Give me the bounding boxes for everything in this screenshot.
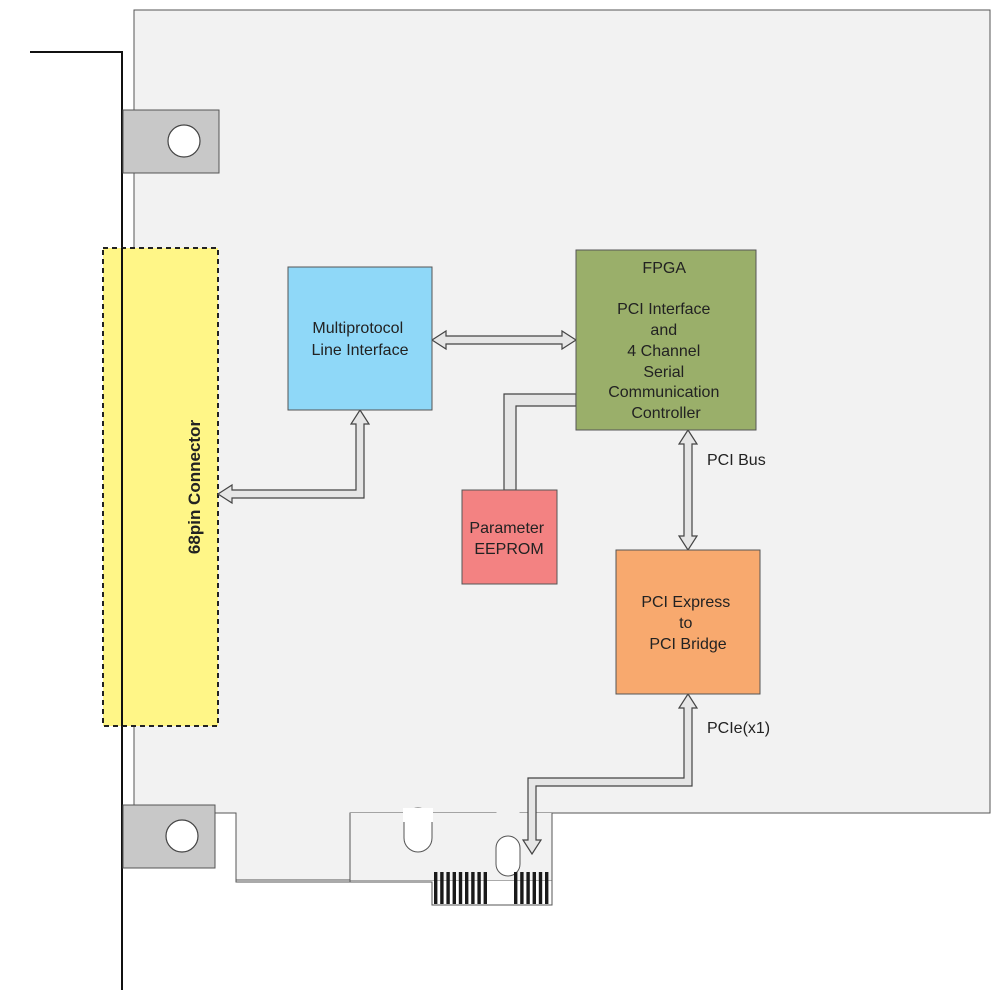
multiprotocol-line-1: Multiprotocol: [312, 320, 403, 337]
bracket-hole-top-icon: [167, 124, 201, 158]
arrow-bridge-pcie: [521, 692, 699, 856]
eeprom-line-2: EEPROM: [474, 541, 543, 558]
block-fpga-label: FPGA PCI Interface and 4 Channel Serial …: [608, 260, 724, 422]
pcie-right-contact-0: [514, 872, 518, 904]
pcb-board: [133, 9, 991, 881]
pcie-edge-fingers-left: [434, 872, 487, 904]
slot-cutout-mask: [403, 808, 433, 822]
eeprom-line-1: Parameter: [469, 520, 544, 537]
pcb-lower-fill: [350, 813, 552, 880]
slot-cutout-right: [495, 835, 521, 877]
pcie-left-contact-6: [471, 872, 475, 904]
pcie-left-contact-4: [458, 872, 463, 904]
fpga-line-7: Communication: [608, 384, 719, 401]
fpga-line-1: FPGA: [642, 260, 686, 277]
arrow-multiprotocol-connector: [216, 408, 371, 505]
bridge-line-2: to: [679, 615, 692, 632]
fpga-line-3: PCI Interface: [617, 301, 710, 318]
bracket-hole-bottom-icon: [165, 819, 199, 853]
pcb-lower-outline: [349, 813, 553, 906]
block-bridge-label: PCI Express to PCI Bridge: [641, 594, 734, 653]
pcie-left-contact-3: [452, 872, 456, 904]
block-parameter-eeprom: [461, 489, 558, 585]
block-eeprom-label: Parameter EEPROM: [469, 520, 548, 558]
pcie-left-contact-2: [446, 872, 450, 904]
pci-bus-label: PCI Bus: [707, 452, 766, 469]
pcie-left-contact-5: [465, 872, 469, 904]
pcie-left-contact-8: [483, 872, 487, 904]
multiprotocol-line-2: Line Interface: [312, 342, 409, 359]
pcie-right-contact-2: [526, 872, 530, 904]
pcie-right-contact-3: [532, 872, 536, 904]
pcie-x1-label: PCIe(x1): [707, 720, 770, 737]
fpga-line-8: Controller: [631, 405, 701, 422]
fpga-line-5: 4 Channel: [627, 343, 700, 360]
bridge-line-3: PCI Bridge: [649, 636, 726, 653]
pcie-right-contact-5: [545, 872, 549, 904]
pcie-edge-fingers-right: [514, 872, 549, 904]
pcie-left-contact-7: [477, 872, 481, 904]
fpga-line-6: Serial: [643, 364, 684, 381]
pcie-left-contact-1: [440, 872, 444, 904]
pcie-right-contact-4: [538, 872, 543, 904]
pcie-left-contact-0: [434, 872, 438, 904]
block-pci-express-bridge: [615, 549, 761, 695]
bridge-line-1: PCI Express: [641, 594, 730, 611]
fpga-line-4: and: [650, 322, 677, 339]
block-fpga: [575, 249, 757, 431]
block-multiprotocol-label: Multiprotocol Line Interface: [312, 320, 409, 359]
connector-68pin-label: 68pin Connector: [185, 420, 204, 555]
pcie-right-contact-1: [520, 872, 524, 904]
block-multiprotocol-line-interface: [287, 266, 433, 411]
